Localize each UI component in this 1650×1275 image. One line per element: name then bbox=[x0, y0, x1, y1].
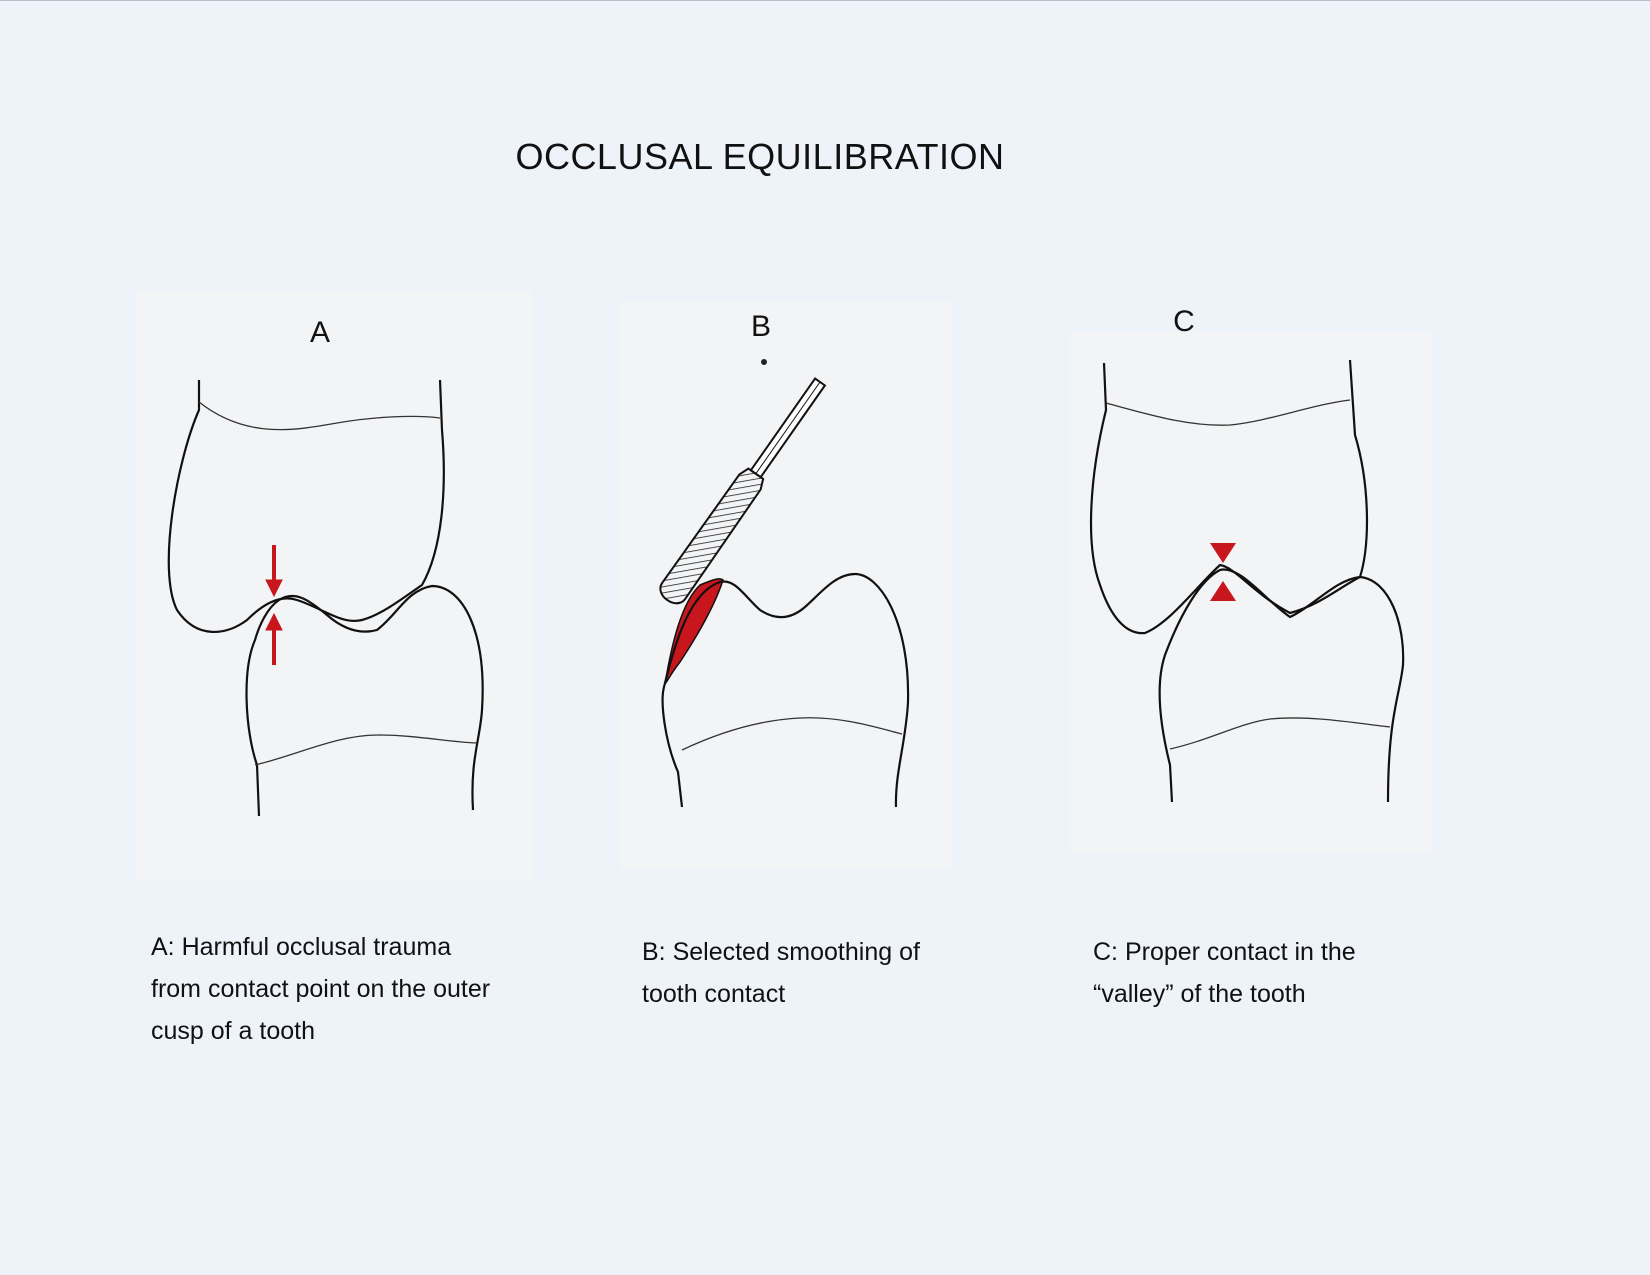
caption-b: B: Selected smoothing of tooth contact bbox=[642, 931, 920, 1015]
caption-b-line-2: tooth contact bbox=[642, 980, 786, 1008]
caption-b-line-1: B: Selected smoothing of bbox=[642, 938, 920, 966]
caption-a-line-2: from contact point on the outer bbox=[151, 975, 491, 1003]
caption-a-line-1: A: Harmful occlusal trauma bbox=[151, 933, 452, 961]
diagram-panel-b: B bbox=[620, 302, 951, 869]
lower-tooth-outline bbox=[661, 572, 910, 808]
lower-tooth-gumline bbox=[681, 717, 903, 751]
caption-a: A: Harmful occlusal trauma from contact … bbox=[151, 926, 490, 1052]
file-tool-icon bbox=[659, 377, 827, 605]
panel-letter-a: A bbox=[310, 316, 330, 349]
caption-c-line-1: C: Proper contact in the bbox=[1093, 938, 1356, 966]
upper-tooth-outline bbox=[1089, 359, 1369, 635]
contact-triangle-icon bbox=[1210, 543, 1236, 601]
upper-tooth-outline bbox=[167, 379, 445, 633]
caption-c-line-2: “valley” of the tooth bbox=[1093, 980, 1306, 1008]
upper-tooth-gumline bbox=[198, 401, 441, 431]
lower-tooth-outline bbox=[1158, 568, 1405, 803]
lower-tooth-gumline bbox=[1169, 717, 1391, 750]
slide-title: OCCLUSAL EQUILIBRATION bbox=[515, 136, 1005, 177]
upper-tooth-gumline bbox=[1105, 399, 1351, 426]
tooth-diagram-c: C bbox=[1070, 305, 1432, 853]
caption-a-line-3: cusp of a tooth bbox=[151, 1017, 316, 1045]
lower-tooth-gumline bbox=[254, 734, 478, 766]
panel-letter-b: B bbox=[751, 310, 771, 343]
tooth-diagram-a: A bbox=[137, 290, 532, 880]
slide-top-border bbox=[0, 0, 1650, 1]
diagram-panel-c: C bbox=[1070, 305, 1432, 853]
contact-arrow-icon bbox=[265, 545, 283, 665]
panel-letter-c: C bbox=[1173, 305, 1195, 338]
lower-tooth-outline bbox=[245, 584, 484, 817]
caption-c: C: Proper contact in the “valley” of the… bbox=[1093, 931, 1356, 1015]
diagram-panel-a: A bbox=[137, 290, 532, 880]
smoothed-contact-area bbox=[664, 578, 724, 685]
tooth-diagram-b: B bbox=[620, 302, 951, 869]
